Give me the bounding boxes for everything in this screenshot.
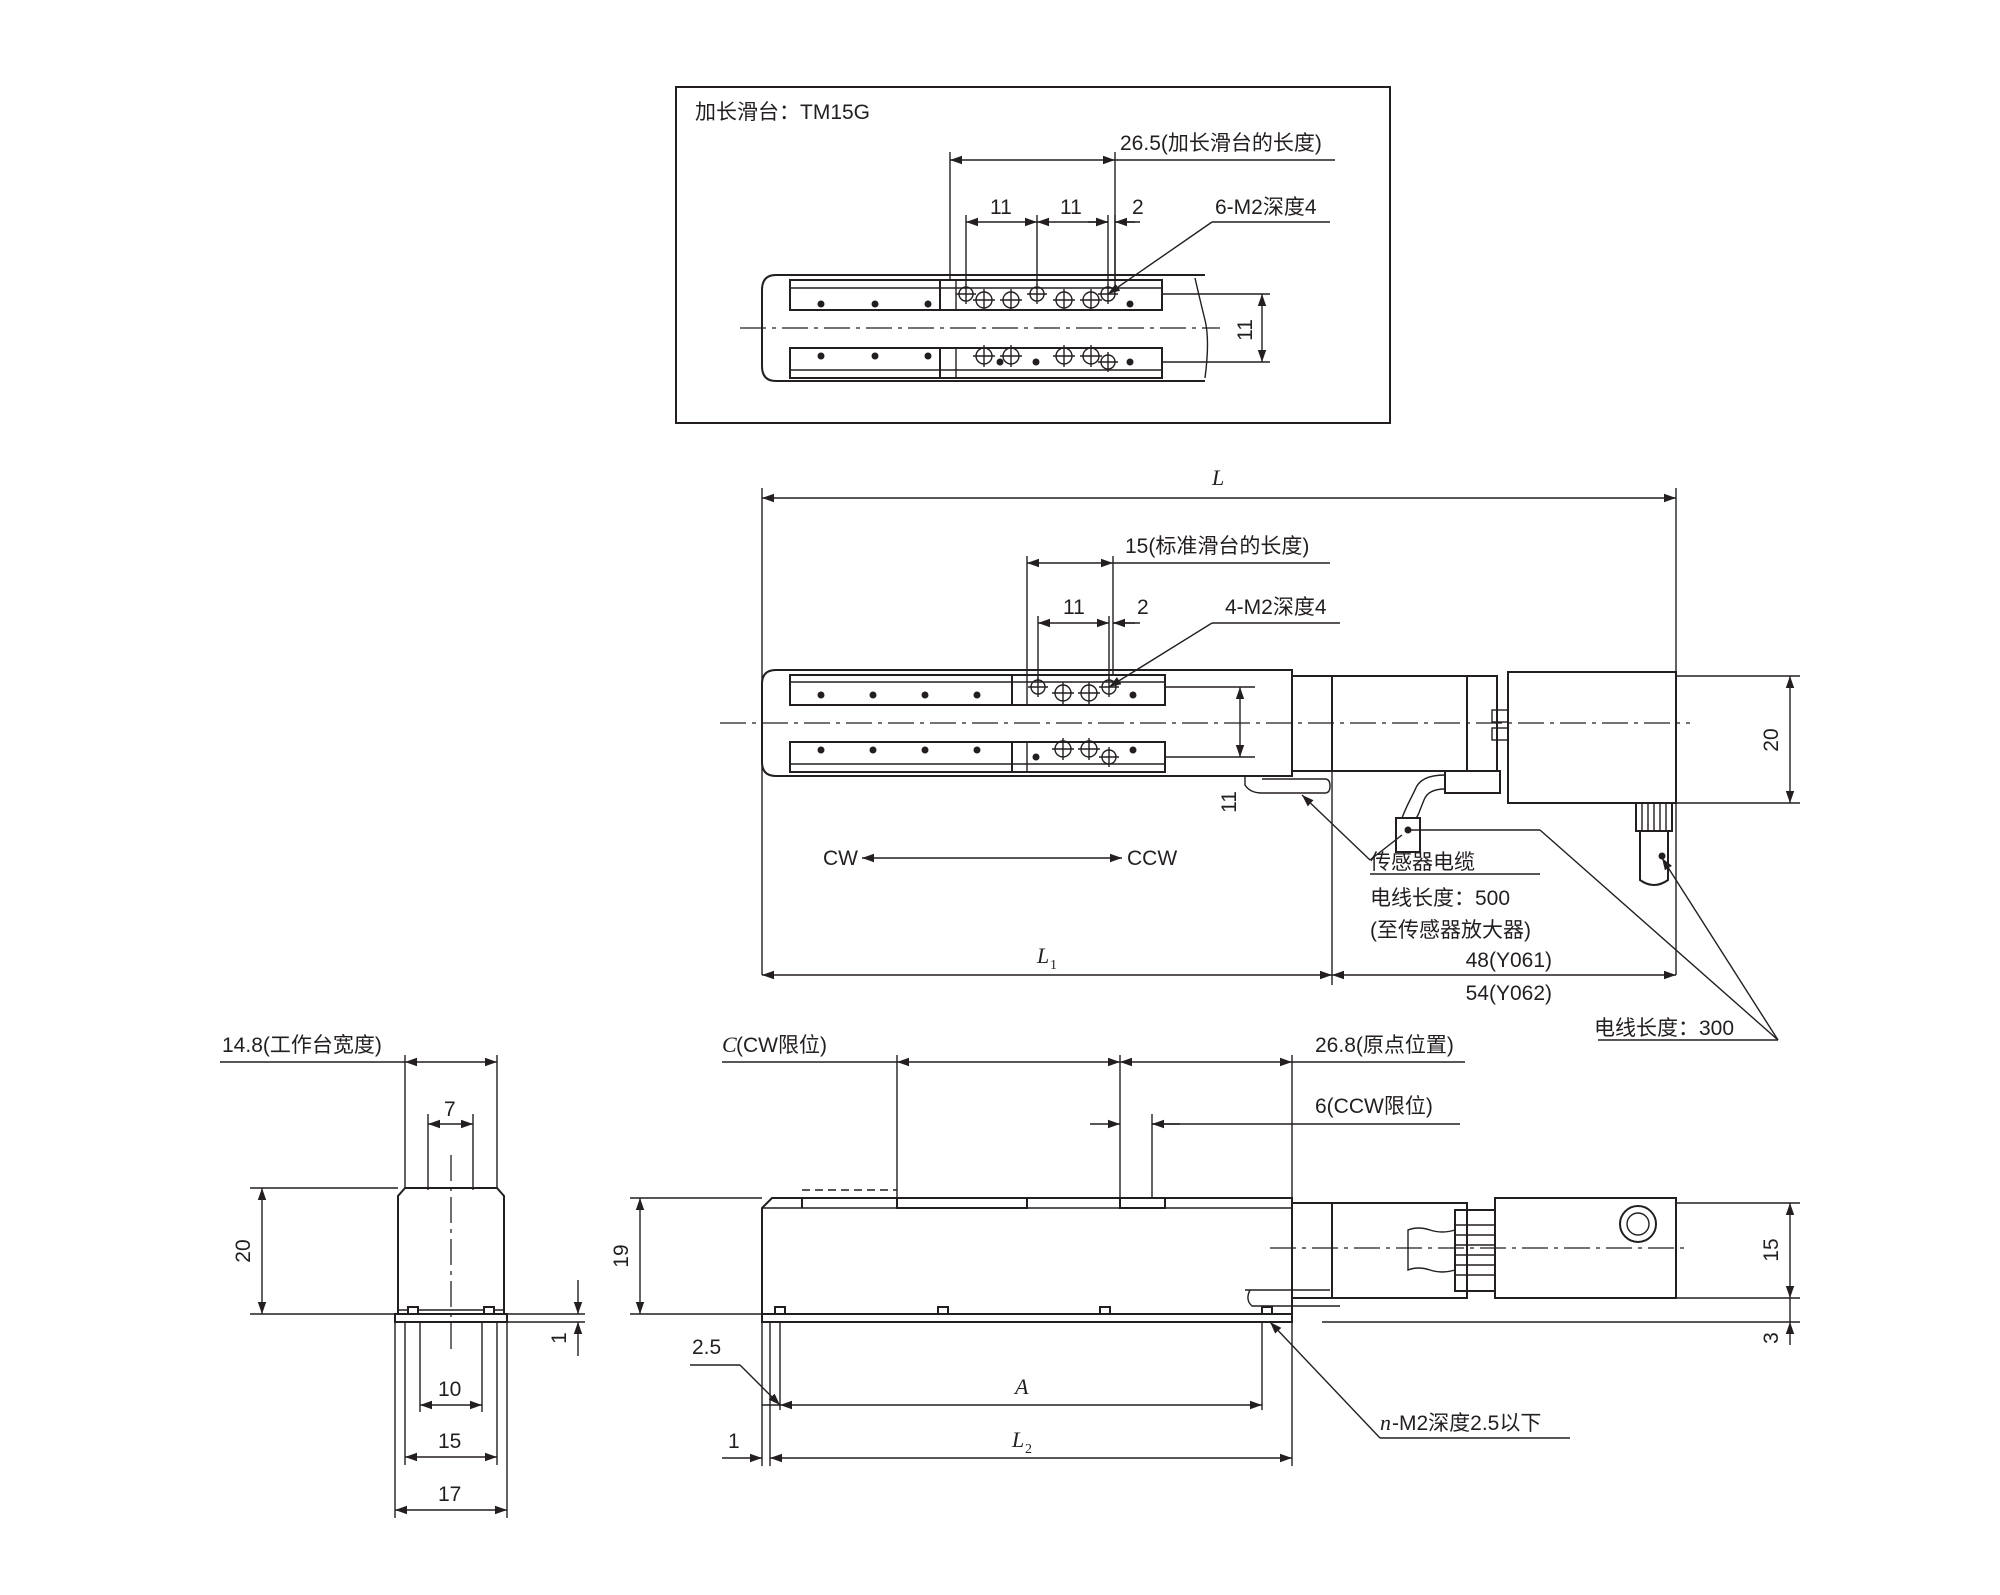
top-encoder bbox=[1507, 671, 1677, 804]
side-table-profile bbox=[801, 1197, 1166, 1209]
sensor-cable-length-label: 电线长度：500 bbox=[1370, 887, 1510, 910]
overall-length-label: L bbox=[1211, 465, 1224, 490]
sensor-plug bbox=[1395, 817, 1421, 853]
detail-rail-dots bbox=[817, 300, 1134, 366]
side-motor-height-label: 15 bbox=[1760, 1238, 1783, 1261]
detail-spacing-label: 11 bbox=[1234, 319, 1257, 341]
end-base-width-label: 17 bbox=[438, 1483, 461, 1506]
l2-subscript: 2 bbox=[1025, 1442, 1032, 1457]
a-label: A bbox=[1013, 1374, 1029, 1399]
motor-cable-length-label: 电线长度：300 bbox=[1594, 1017, 1734, 1040]
origin-position-label: 26.8(原点位置) bbox=[1315, 1034, 1454, 1057]
top-offset-label: 2 bbox=[1137, 596, 1149, 619]
sensor-amp-label: (至传感器放大器) bbox=[1370, 919, 1531, 942]
side-sensor-cable bbox=[1247, 1289, 1340, 1307]
side-height-label: 19 bbox=[610, 1244, 633, 1267]
end-offset-label: 1 bbox=[728, 1430, 740, 1453]
top-stage-body bbox=[761, 669, 1293, 777]
top-height-label: 20 bbox=[1760, 728, 1783, 751]
detail-dimensions bbox=[949, 152, 1335, 363]
end-foot-right bbox=[483, 1306, 495, 1315]
detail-title: 加长滑台：TM15G bbox=[695, 101, 870, 124]
top-m2-holes bbox=[1028, 677, 1119, 767]
detail-lower-rail bbox=[789, 347, 1163, 379]
top-slide-length-label: 15(标准滑台的长度) bbox=[1125, 535, 1309, 558]
end-bottom-hole-spacing-label: 10 bbox=[438, 1378, 461, 1401]
side-coupling-ribs bbox=[1455, 1224, 1495, 1276]
extended-slide-detail: 加长滑台：TM15G bbox=[675, 86, 1391, 424]
side-view: C (CW限位) 26.8(原点位置) 6(CCW限位) 19 15 3 2.5 bbox=[610, 1032, 1800, 1466]
sensor-cable-exit bbox=[1244, 776, 1331, 794]
cw-limit-label: (CW限位) bbox=[736, 1034, 827, 1057]
sensor-connector bbox=[1444, 770, 1501, 794]
l2-label: L bbox=[1011, 1427, 1024, 1452]
detail-offset-label: 2 bbox=[1132, 196, 1144, 219]
detail-frame bbox=[675, 86, 1391, 424]
end-foot-left bbox=[407, 1306, 419, 1315]
detail-slide-length-label: 26.5(加长滑台的长度) bbox=[1120, 132, 1322, 155]
cw-limit-symbol: C bbox=[722, 1032, 737, 1057]
detail-pitch-2-label: 11 bbox=[1060, 196, 1082, 219]
detail-slide-upper bbox=[939, 279, 1163, 311]
edge-offset-label: 2.5 bbox=[692, 1336, 721, 1359]
top-view: L bbox=[720, 465, 1800, 1041]
side-motor-flange bbox=[1291, 1202, 1333, 1299]
end-base-inner-width-label: 15 bbox=[438, 1430, 461, 1453]
detail-break-line bbox=[1194, 277, 1209, 379]
top-rail-dots bbox=[817, 691, 1137, 761]
end-top-hole-spacing-label: 7 bbox=[444, 1098, 456, 1121]
side-encoder-port-outer bbox=[1619, 1205, 1657, 1243]
motor-length-y061: 48(Y061) bbox=[1466, 949, 1552, 972]
top-pitch-label: 11 bbox=[1063, 596, 1085, 619]
mount-holes-label: -M2深度2.5以下 bbox=[1392, 1412, 1541, 1435]
side-coupling bbox=[1454, 1209, 1496, 1292]
side-stage-body bbox=[761, 1197, 1293, 1315]
direction-cw-label: CW bbox=[823, 847, 858, 870]
end-view: 14.8(工作台宽度) 7 20 1 10 15 17 bbox=[220, 1034, 585, 1518]
motor-cable bbox=[1639, 831, 1669, 886]
side-motor-body bbox=[1331, 1202, 1468, 1299]
sensor-cable-label: 传感器电缆 bbox=[1370, 851, 1475, 874]
motor-length-y062: 54(Y062) bbox=[1466, 982, 1552, 1005]
mount-holes-n: n bbox=[1380, 1410, 1391, 1435]
detail-pitch-1-label: 11 bbox=[990, 196, 1012, 219]
end-table-width-label: 14.8(工作台宽度) bbox=[222, 1034, 382, 1057]
top-slide-upper bbox=[1011, 674, 1166, 706]
direction-ccw-label: CCW bbox=[1127, 847, 1177, 870]
detail-m2-holes bbox=[956, 284, 1118, 372]
side-encoder-port-inner bbox=[1626, 1212, 1650, 1236]
top-holes-label: 4-M2深度4 bbox=[1225, 596, 1327, 619]
l1-label: L bbox=[1036, 943, 1049, 968]
ccw-limit-label: 6(CCW限位) bbox=[1315, 1095, 1433, 1118]
side-motor-offset-label: 3 bbox=[1760, 1332, 1783, 1344]
end-bottom-gap-label: 1 bbox=[548, 1332, 571, 1344]
l1-subscript: 1 bbox=[1050, 958, 1057, 973]
detail-holes-label: 6-M2深度4 bbox=[1215, 196, 1317, 219]
side-base bbox=[761, 1313, 1293, 1323]
detail-upper-rail bbox=[789, 279, 1163, 311]
top-spacing-label: 11 bbox=[1218, 791, 1241, 813]
sensor-cable bbox=[1401, 774, 1446, 819]
end-height-label: 20 bbox=[232, 1239, 255, 1262]
detail-slide-lower bbox=[939, 347, 1163, 379]
